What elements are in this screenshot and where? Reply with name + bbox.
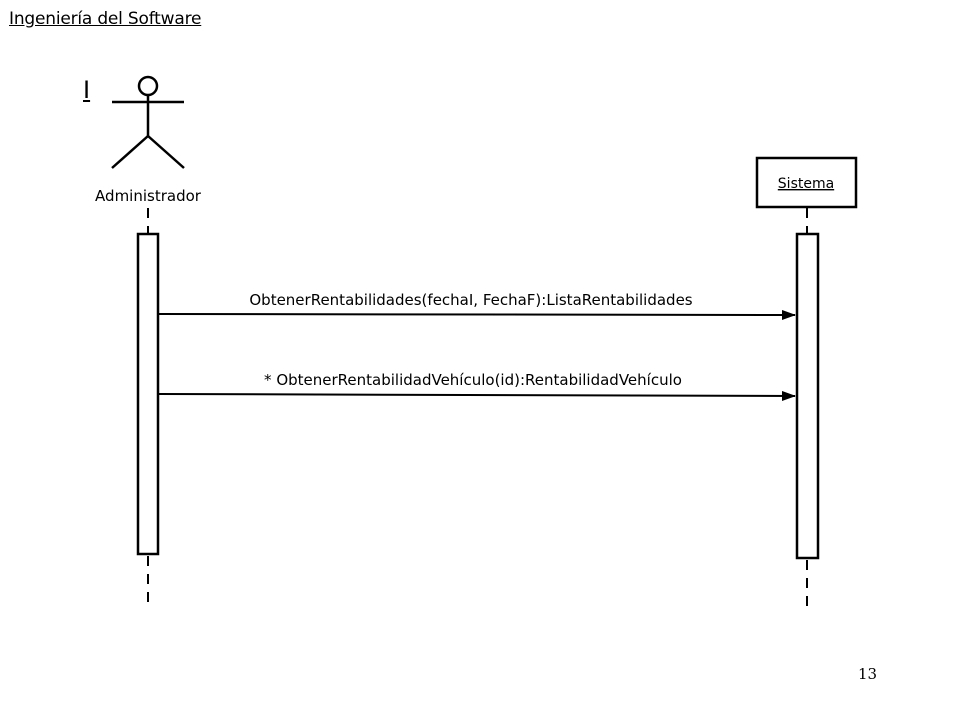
text-cursor-mark: I: [83, 76, 91, 104]
activation-bar-sistema: [795, 232, 820, 560]
message-arrow-1: [158, 309, 796, 320]
object-sistema: Sistema: [755, 156, 858, 209]
activation-bar-administrador: [136, 232, 160, 556]
actor-stick-figure-icon: [111, 75, 185, 169]
actor-administrador: Administrador: [95, 75, 202, 205]
message-label-1: ObtenerRentabilidades(fechaI, FechaF):Li…: [249, 291, 692, 309]
actor-label-administrador: Administrador: [95, 187, 202, 205]
message-label-2: * ObtenerRentabilidadVehículo(id):Rentab…: [264, 371, 682, 389]
object-box-sistema: [755, 156, 858, 209]
page-number: 13: [858, 665, 878, 683]
message-2: * ObtenerRentabilidadVehículo(id):Rentab…: [158, 371, 796, 401]
message-1: ObtenerRentabilidades(fechaI, FechaF):Li…: [158, 291, 796, 320]
document-header-title: Ingeniería del Software: [9, 9, 202, 29]
message-arrow-2: [158, 390, 796, 401]
object-label-sistema: Sistema: [778, 176, 834, 192]
